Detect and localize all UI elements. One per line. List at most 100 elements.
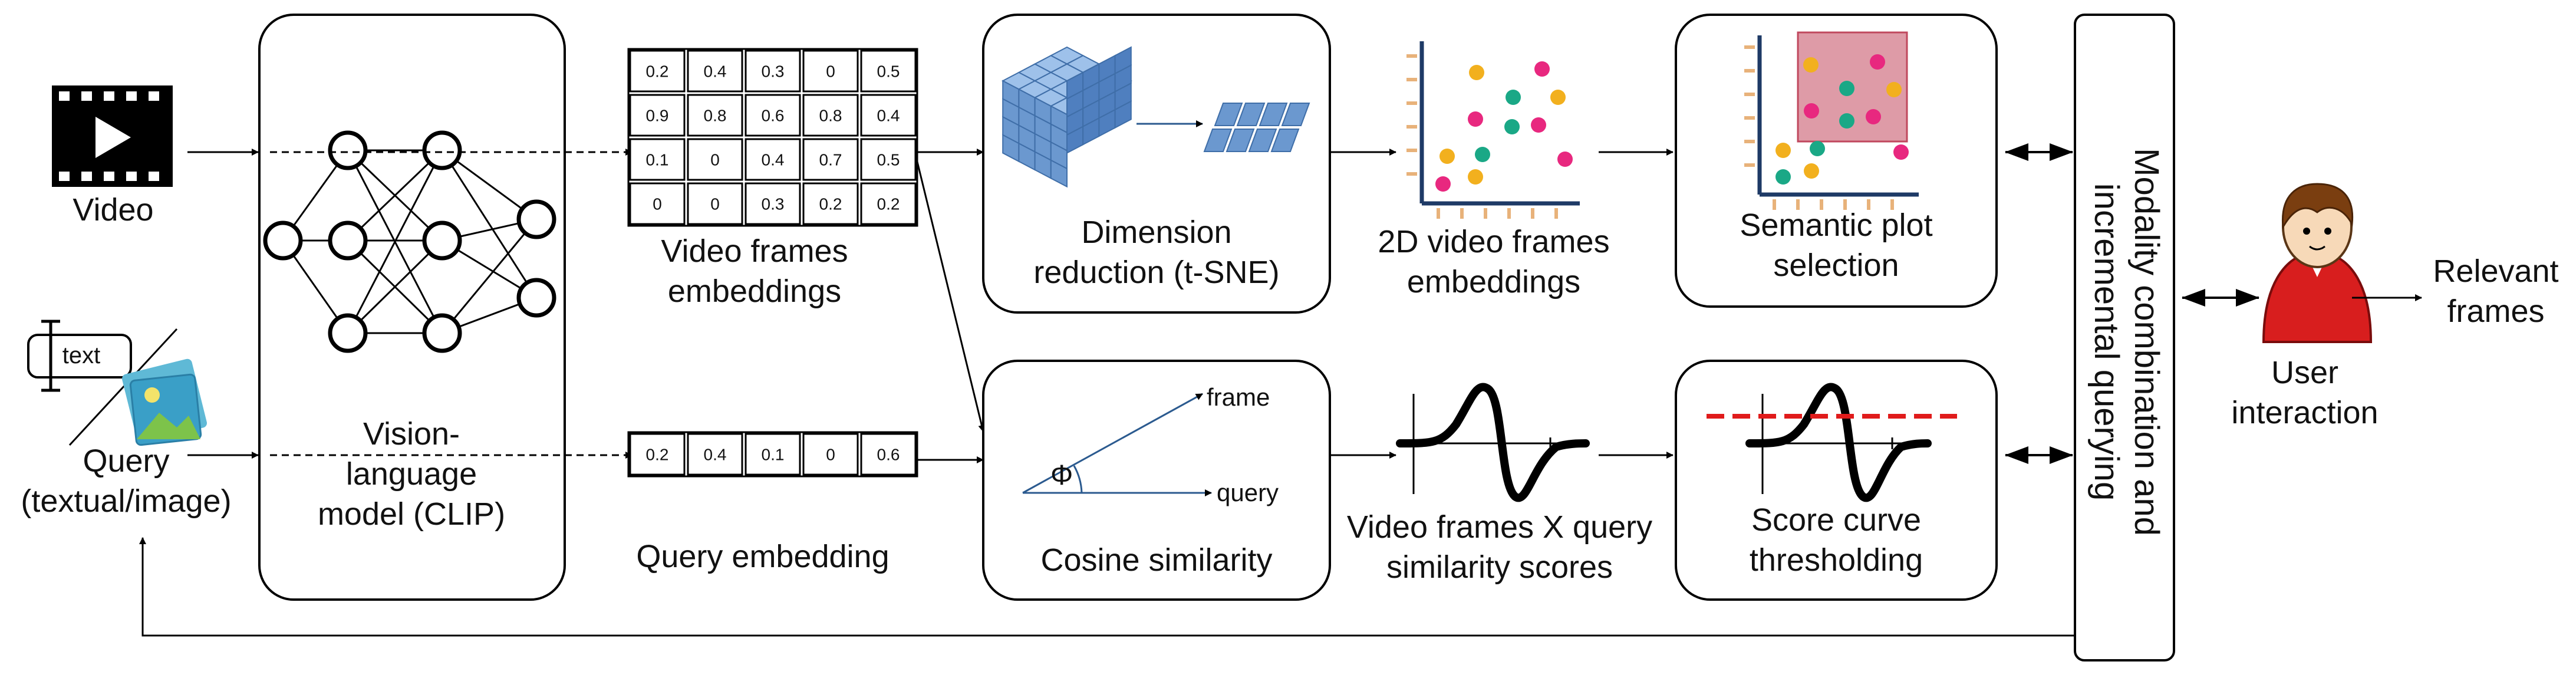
scatter-point <box>1469 65 1484 80</box>
matrix-cell-value: 0 <box>826 446 835 464</box>
image-query-icon <box>121 358 207 446</box>
matrix-cell <box>629 182 686 225</box>
matrix-cell <box>745 138 801 181</box>
matrix-cell-value: 0.3 <box>762 195 785 213</box>
matrix-cell-value: 0.5 <box>877 62 900 81</box>
matrix-cell <box>802 182 859 225</box>
scatter-point <box>1866 109 1881 124</box>
matrix-cell <box>745 94 801 137</box>
matrix-cell-value: 0.1 <box>762 446 785 464</box>
matrix-cell <box>802 138 859 181</box>
matrix-cell <box>629 433 686 476</box>
matrix-cell-value: 0 <box>710 151 720 169</box>
matrix-cell-value: 0.5 <box>877 151 900 169</box>
nn-node <box>516 199 556 239</box>
video-label: Video <box>73 192 153 228</box>
scatter-point <box>1886 82 1902 97</box>
scatter-point <box>1775 169 1791 185</box>
nn-node <box>328 220 368 261</box>
2d-embeddings-label-1: 2D video frames <box>1378 224 1609 259</box>
matrix-cell-value: 0.3 <box>762 62 785 81</box>
similarity-scores-label-2: similarity scores <box>1386 549 1613 585</box>
matrix-cell-value: 0.6 <box>762 107 785 125</box>
scatter-point <box>1839 113 1854 129</box>
neural-network-nodes <box>263 130 556 353</box>
query-vector-label: query <box>1217 479 1279 506</box>
query-label: Query <box>83 443 169 479</box>
matrix-cell <box>745 433 801 476</box>
matrix-cell-value: 0 <box>710 195 720 213</box>
clip-label-1: Vision- <box>363 416 460 452</box>
matrix-cell <box>687 433 743 476</box>
scatter-point <box>1804 103 1819 119</box>
output-label-2: frames <box>2447 294 2544 329</box>
scatter-point <box>1504 119 1520 134</box>
matrix-cell-value: 0.4 <box>877 107 900 125</box>
scatter-point <box>1506 90 1521 105</box>
matrix-cell-value: 0 <box>826 62 835 81</box>
matrix-cell <box>802 50 859 93</box>
video-icon <box>52 85 173 187</box>
feedback-loop-arrow <box>139 537 2075 637</box>
query-divider <box>68 328 178 446</box>
text-box-label: text <box>62 343 100 368</box>
semantic-selection-label-1: Semantic plot <box>1740 208 1932 243</box>
selection-scatter-plot <box>1744 31 1919 210</box>
frame-vector-label: frame <box>1207 383 1270 411</box>
scatter-point <box>1550 90 1566 105</box>
query-sublabel: (textual/image) <box>21 483 231 519</box>
matrix-cell <box>860 94 917 137</box>
thresholding-label-1: Score curve <box>1751 502 1921 538</box>
output-label-1: Relevant <box>2433 254 2558 289</box>
matrix-cell-value: 0.2 <box>819 195 842 213</box>
dimension-reduction-label-2: reduction (t-SNE) <box>1033 255 1279 290</box>
matrix-cell <box>802 94 859 137</box>
scatter-point <box>1435 176 1451 192</box>
threshold-curve-plot <box>1707 383 1957 502</box>
user-label-2: interaction <box>2231 395 2378 430</box>
video-embeddings-label-2: embeddings <box>668 274 841 309</box>
frame-vector <box>1022 393 1203 494</box>
matrix-cell <box>860 182 917 225</box>
scatter-point <box>1775 143 1791 158</box>
nn-node <box>328 130 368 170</box>
matrix-cell-value: 0.9 <box>646 107 669 125</box>
query-embedding-label: Query embedding <box>636 539 889 574</box>
video-embeddings-label-1: Video frames <box>661 233 848 269</box>
matrix-cell <box>629 50 686 93</box>
matrix-cell <box>629 138 686 181</box>
matrix-cell-value: 0.8 <box>819 107 842 125</box>
nn-node <box>263 220 303 261</box>
scatter-plot-2d <box>1406 41 1580 219</box>
modality-box <box>2074 14 2175 661</box>
scatter-point <box>1475 147 1490 162</box>
matrix-cell-value: 0.6 <box>877 446 900 464</box>
scatter-point <box>1870 54 1885 70</box>
nn-node <box>516 278 556 318</box>
scatter-point <box>1468 169 1483 185</box>
matrix-cell <box>687 50 743 93</box>
matrix-cell-value: 0.7 <box>819 151 842 169</box>
matrix-cell-value: 0.4 <box>762 151 785 169</box>
matrix-cell <box>687 138 743 181</box>
matrix-cell-value: 0 <box>653 195 662 213</box>
matrix-cell <box>687 182 743 225</box>
scatter-point <box>1534 61 1550 77</box>
scatter-point <box>1439 149 1455 164</box>
matrix-cell-value: 0.8 <box>704 107 727 125</box>
scatter-point <box>1839 81 1854 96</box>
plane-icon <box>1203 103 1310 152</box>
matrix-to-cosine-arrow <box>915 159 986 432</box>
scatter-point <box>1804 163 1819 179</box>
matrix-cell-value: 0.2 <box>646 446 669 464</box>
angle-arc <box>1073 465 1083 493</box>
cosine-similarity-label: Cosine similarity <box>1040 542 1272 578</box>
matrix-cell <box>629 94 686 137</box>
scatter-point <box>1893 144 1909 160</box>
matrix-cell <box>687 94 743 137</box>
scatter-point <box>1557 152 1573 167</box>
clip-label-2: language <box>346 456 477 492</box>
similarity-curve-plot <box>1396 383 1590 502</box>
matrix-cell <box>802 433 859 476</box>
